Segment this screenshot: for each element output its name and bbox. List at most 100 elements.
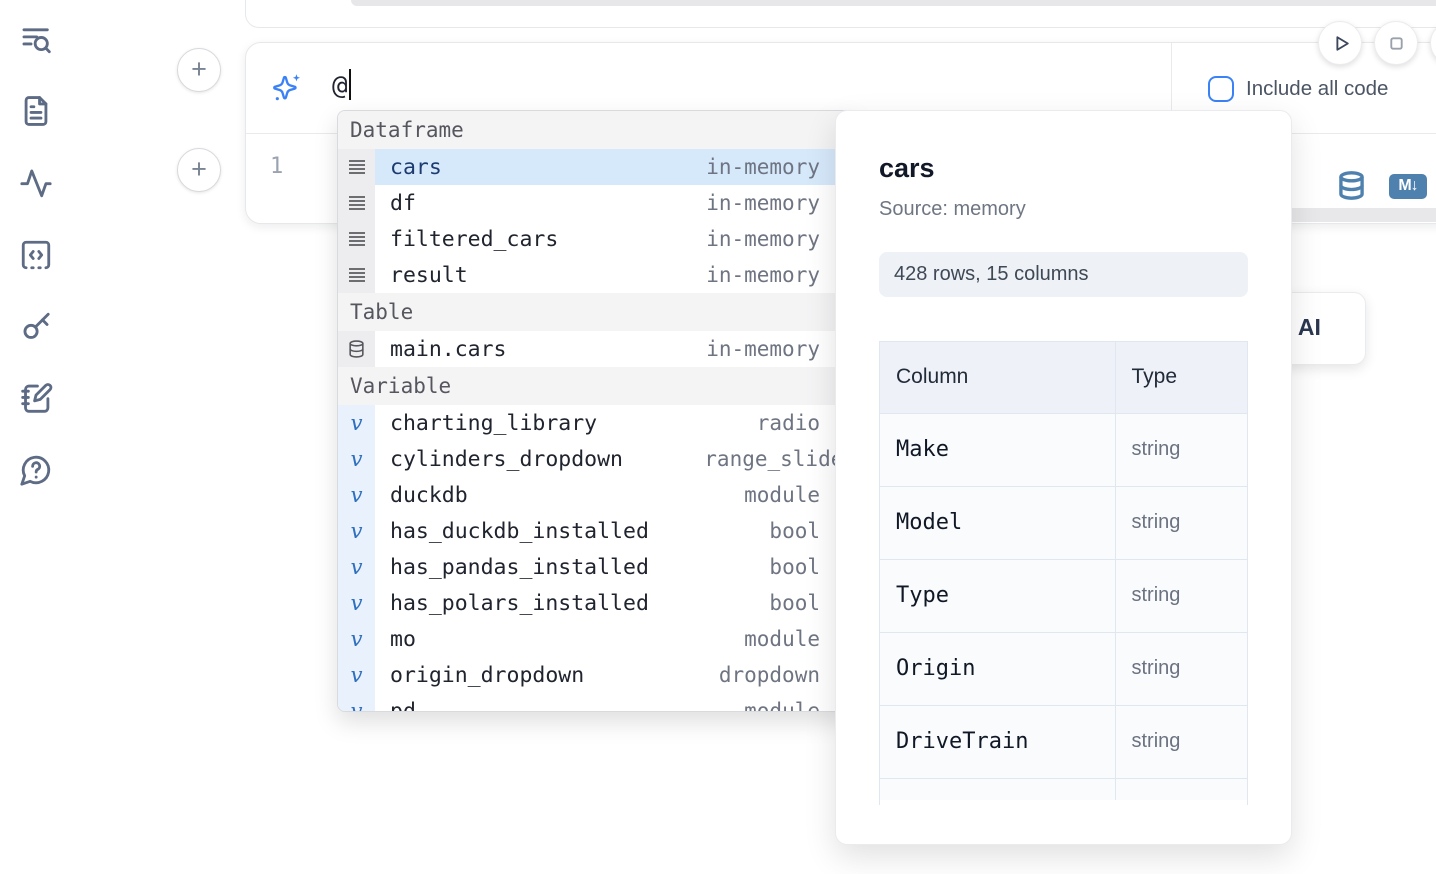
notebook-pen-icon[interactable] bbox=[19, 381, 53, 415]
schema-column-name: Make bbox=[880, 413, 1116, 487]
ai-prompt-input[interactable]: @ bbox=[332, 69, 351, 101]
variable-icon: v bbox=[350, 627, 363, 651]
list-search-icon[interactable] bbox=[19, 22, 53, 56]
item-icon-gutter: v bbox=[338, 441, 375, 477]
item-type: bool bbox=[769, 519, 820, 543]
include-all-code-label: Include all code bbox=[1246, 76, 1389, 100]
schema-column-type: string bbox=[1115, 559, 1247, 633]
dataframe-preview-panel: cars Source: memory 428 rows, 15 columns… bbox=[835, 110, 1292, 845]
markdown-toggle[interactable]: M↓ bbox=[1389, 174, 1427, 199]
autocomplete-item-origin_dropdown[interactable]: v origin_dropdown dropdown bbox=[338, 657, 856, 693]
text-caret bbox=[348, 69, 351, 100]
item-name: has_pandas_installed bbox=[390, 554, 649, 580]
variable-icon: v bbox=[350, 591, 363, 615]
panel-source: Source: memory bbox=[879, 198, 1026, 220]
database-icon[interactable] bbox=[1336, 169, 1367, 202]
database-icon bbox=[347, 339, 366, 359]
previous-cell-console-strip bbox=[351, 0, 1436, 6]
variable-icon: v bbox=[350, 447, 363, 471]
left-sidebar bbox=[0, 0, 72, 874]
autocomplete-item-has_duckdb_installed[interactable]: v has_duckdb_installed bool bbox=[338, 513, 856, 549]
item-icon-gutter bbox=[338, 257, 375, 293]
item-icon-gutter: v bbox=[338, 513, 375, 549]
dropdown-section-header: Variable bbox=[338, 367, 856, 405]
rows-icon bbox=[348, 267, 366, 283]
variable-icon: v bbox=[350, 519, 363, 543]
stop-button[interactable] bbox=[1374, 21, 1418, 65]
include-all-code-checkbox[interactable] bbox=[1208, 75, 1234, 102]
dropdown-section-header: Table bbox=[338, 293, 856, 331]
schema-header-column: Column bbox=[880, 342, 1116, 414]
item-type: in-memory bbox=[706, 155, 820, 179]
schema-column-type: string bbox=[1115, 413, 1247, 487]
rows-icon bbox=[348, 159, 366, 175]
item-type: dropdown bbox=[718, 663, 820, 687]
autocomplete-item-has_pandas_installed[interactable]: v has_pandas_installed bool bbox=[338, 549, 856, 585]
schema-column-name: Model bbox=[880, 486, 1116, 560]
panel-title: cars bbox=[879, 153, 935, 183]
item-icon-gutter: v bbox=[338, 405, 375, 441]
item-name: df bbox=[390, 190, 416, 216]
item-icon-gutter: v bbox=[338, 585, 375, 621]
item-name: result bbox=[390, 262, 468, 288]
stop-icon bbox=[1389, 36, 1403, 50]
dropdown-section-header: Dataframe bbox=[338, 111, 856, 149]
file-text-icon[interactable] bbox=[19, 94, 53, 128]
item-type: in-memory bbox=[706, 227, 820, 251]
item-type: bool bbox=[769, 591, 820, 615]
item-icon-gutter: v bbox=[338, 549, 375, 585]
item-type: in-memory bbox=[706, 263, 820, 287]
code-editor-row[interactable]: 1 M↓ bbox=[246, 134, 1436, 208]
schema-column-name: DriveTrain bbox=[880, 705, 1116, 779]
schema-column-type: string bbox=[1115, 486, 1247, 560]
help-chat-icon[interactable] bbox=[19, 453, 53, 487]
schema-column-name: Type bbox=[880, 559, 1116, 633]
item-icon-gutter: v bbox=[338, 657, 375, 693]
item-type: in-memory bbox=[706, 337, 820, 361]
item-name: origin_dropdown bbox=[390, 662, 585, 688]
activity-icon[interactable] bbox=[19, 166, 53, 200]
key-icon[interactable] bbox=[19, 309, 53, 343]
item-name: cylinders_dropdown bbox=[390, 446, 623, 472]
item-content: origin_dropdown dropdown bbox=[375, 657, 856, 693]
snippets-code-icon[interactable] bbox=[19, 238, 53, 272]
rows-icon bbox=[348, 231, 366, 247]
item-type: module bbox=[744, 627, 820, 651]
schema-header-type: Type bbox=[1115, 342, 1247, 414]
run-cell-button[interactable] bbox=[1318, 21, 1362, 65]
schema-row-clipped bbox=[880, 778, 1247, 800]
previous-cell-bottom bbox=[245, 0, 1436, 28]
add-cell-above-button[interactable]: + bbox=[177, 48, 221, 92]
item-name: has_duckdb_installed bbox=[390, 518, 649, 544]
add-cell-below-button[interactable]: + bbox=[177, 148, 221, 192]
item-type: bool bbox=[769, 555, 820, 579]
variable-icon: v bbox=[350, 483, 363, 507]
schema-column-type: string bbox=[1115, 705, 1247, 779]
item-content: has_pandas_installed bool bbox=[375, 549, 856, 585]
autocomplete-item-result[interactable]: result in-memory bbox=[338, 257, 856, 293]
variable-icon: v bbox=[350, 555, 363, 579]
include-all-code-zone: Include all code bbox=[1171, 43, 1436, 134]
item-content: result in-memory bbox=[375, 257, 856, 293]
